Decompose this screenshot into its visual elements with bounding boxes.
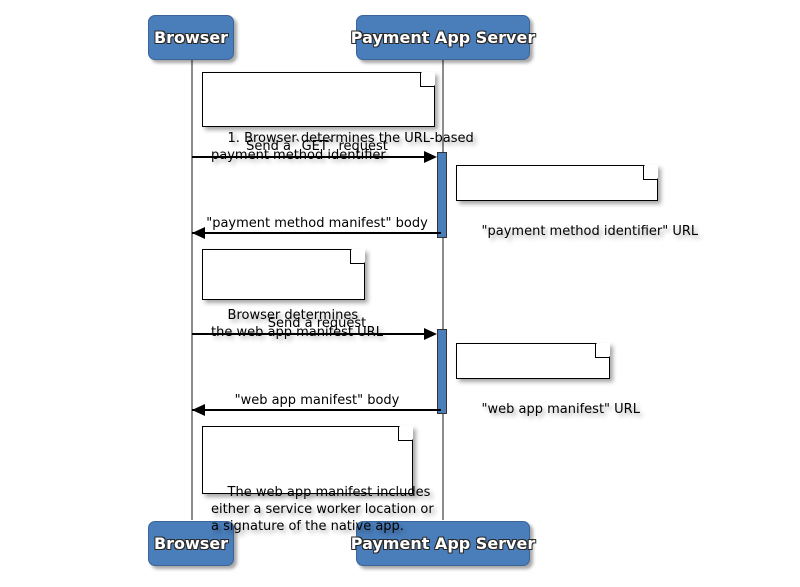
note-text: "web app manifest" URL (481, 402, 640, 417)
participant-payment-app-server-top[interactable]: Payment App Server (351, 15, 535, 60)
note-text: The web app manifest includes either a s… (211, 485, 434, 534)
participant-payment-app-server-bottom[interactable]: Payment App Server (351, 521, 535, 566)
lifeline-browser (191, 60, 193, 520)
lifeline-payment-app-server (442, 60, 444, 520)
message-label-payment-method-manifest-body: "payment method manifest" body (192, 216, 442, 231)
message-label-send-get-request: Send a `GET` request (192, 139, 442, 154)
message-line-send-a-request (192, 333, 429, 335)
participant-payment-app-server-bottom-label: Payment App Server (350, 533, 536, 553)
participant-browser-top-label: Browser (153, 27, 229, 47)
note-fold-corner-icon (420, 73, 434, 87)
message-label-text: "payment method manifest" body (206, 216, 428, 231)
message-label-text: "web app manifest" body (234, 393, 400, 408)
note-fold-corner-icon (595, 344, 609, 358)
message-label-web-app-manifest-body: "web app manifest" body (192, 393, 442, 408)
message-line-payment-method-manifest-body (192, 232, 441, 234)
participant-browser-bottom[interactable]: Browser (148, 521, 234, 566)
message-line-send-get-request (192, 156, 429, 158)
note-fold-corner-icon (643, 166, 657, 180)
message-arrowhead-payment-method-manifest-body (192, 227, 205, 239)
note-browser-determines-web-app-manifest-url: Browser determines the web app manifest … (202, 249, 383, 340)
message-line-web-app-manifest-body (192, 409, 441, 411)
activation-bar-server-2 (437, 329, 447, 414)
note-web-app-manifest-includes: The web app manifest includes either a s… (202, 426, 434, 534)
note-payment-method-identifier-url: "payment method identifier" URL (456, 165, 698, 239)
message-label-send-a-request: Send a request (192, 316, 442, 331)
activation-bar-server-1 (437, 152, 447, 238)
note-web-app-manifest-url: "web app manifest" URL (456, 343, 640, 417)
participant-browser-top[interactable]: Browser (148, 15, 234, 60)
note-text: 1. Browser determines the URL-based paym… (211, 131, 474, 163)
note-browser-determines-identifier: 1. Browser determines the URL-based paym… (202, 72, 474, 163)
participant-browser-bottom-label: Browser (153, 533, 229, 553)
note-text: "payment method identifier" URL (481, 224, 699, 239)
message-arrowhead-web-app-manifest-body (192, 404, 205, 416)
participant-payment-app-server-top-label: Payment App Server (350, 27, 536, 47)
message-arrowhead-send-get-request (424, 151, 437, 163)
note-fold-corner-icon (350, 250, 364, 264)
message-arrowhead-send-a-request (424, 328, 437, 340)
message-label-text: Send a request (267, 316, 367, 331)
message-label-text: Send a `GET` request (246, 139, 388, 154)
note-fold-corner-icon (398, 427, 412, 441)
note-text: Browser determines the web app manifest … (211, 308, 383, 340)
